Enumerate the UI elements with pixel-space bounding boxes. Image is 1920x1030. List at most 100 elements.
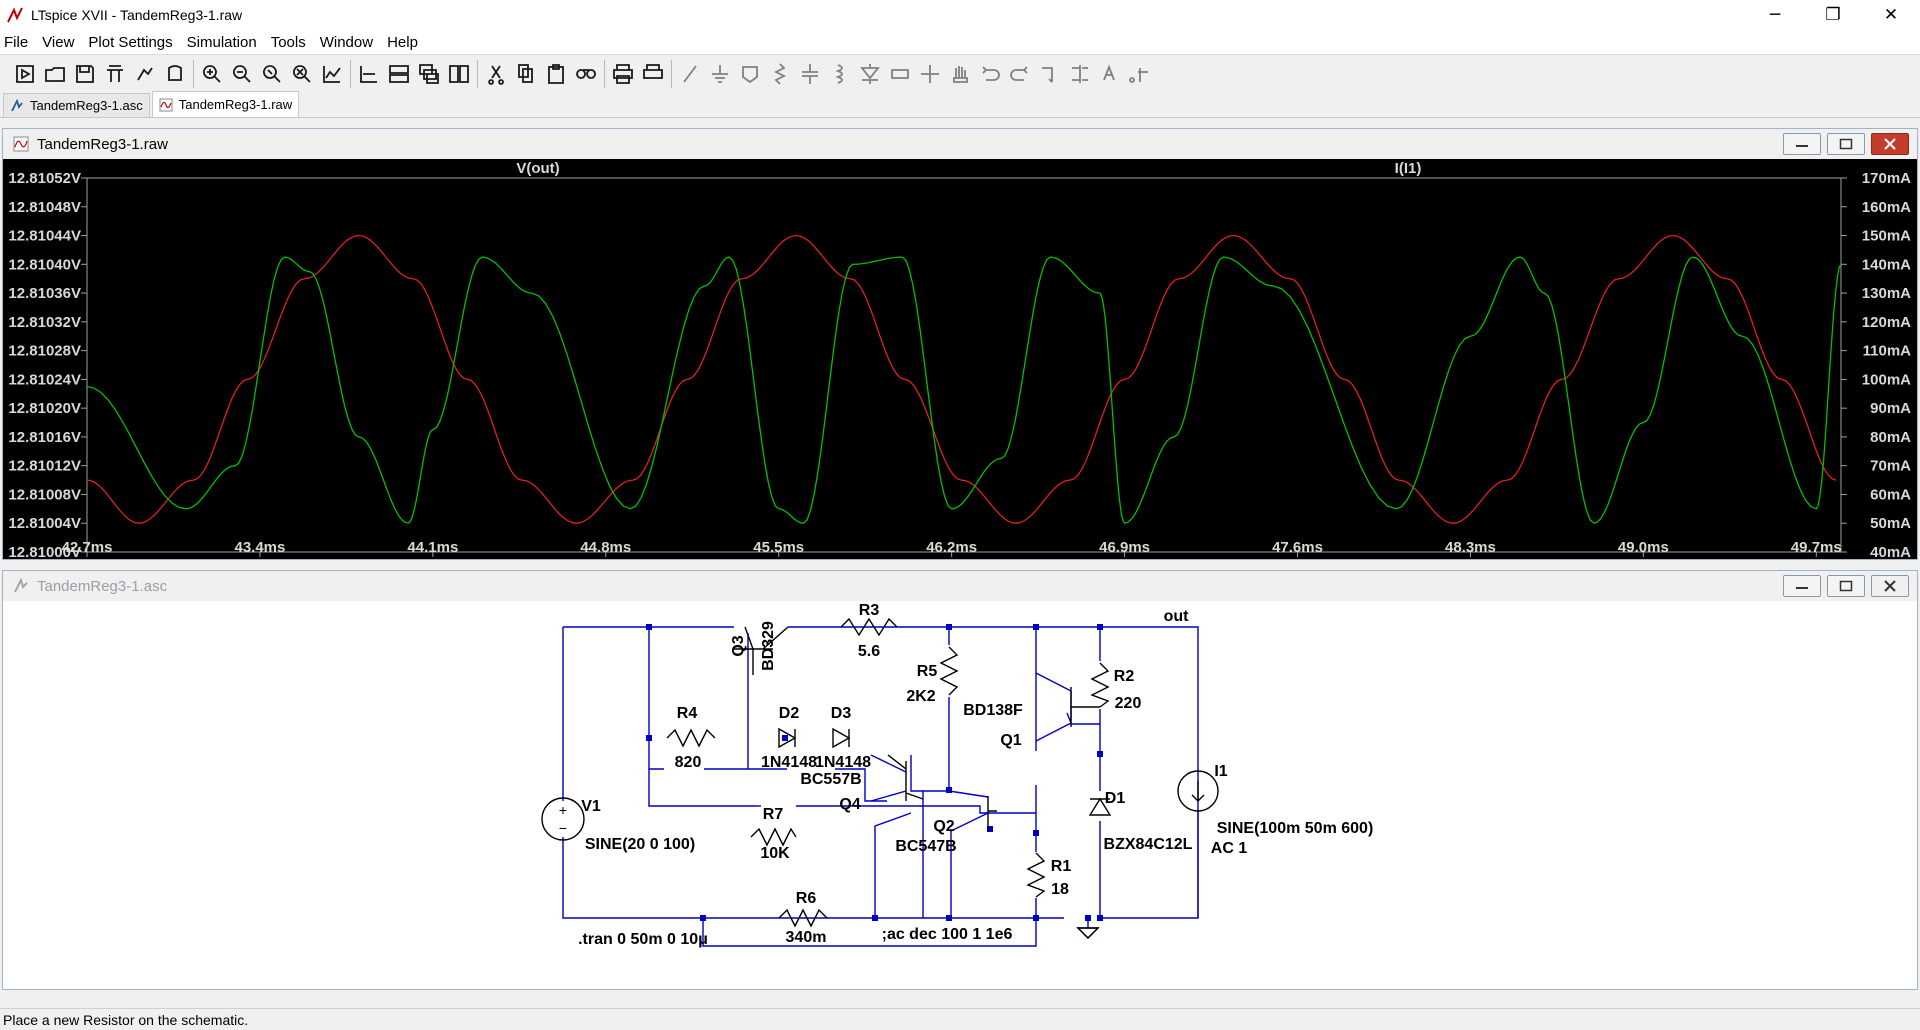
redo-button[interactable] — [1005, 59, 1035, 89]
schematic-label-r5-val[interactable]: 2K2 — [906, 688, 935, 705]
inductor-icon — [835, 63, 843, 84]
schematic-label-r5[interactable]: R5 — [917, 663, 938, 680]
cut-button[interactable] — [481, 59, 511, 89]
move-button[interactable] — [915, 59, 945, 89]
schematic-label-r1[interactable]: R1 — [1051, 858, 1072, 875]
drag-button[interactable] — [945, 59, 975, 89]
undo-button[interactable] — [975, 59, 1005, 89]
schematic-label-q3[interactable]: Q3 — [730, 635, 747, 656]
mirror-button[interactable] — [1065, 59, 1095, 89]
schematic-label-q3-part[interactable]: BD329 — [760, 621, 777, 671]
schematic-label-d1[interactable]: D1 — [1105, 790, 1126, 807]
rotate-button[interactable] — [1035, 59, 1065, 89]
copy-button[interactable] — [511, 59, 541, 89]
find-button[interactable] — [571, 59, 601, 89]
schematic-label-d1-part[interactable]: BZX84C12L — [1104, 836, 1193, 853]
text-button[interactable] — [1095, 59, 1125, 89]
inductor-button[interactable] — [825, 59, 855, 89]
wire-button[interactable] — [675, 59, 705, 89]
schematic-label-q4[interactable]: Q4 — [839, 796, 860, 813]
schematic-label-r3[interactable]: R3 — [859, 602, 880, 619]
menu-simulation[interactable]: Simulation — [186, 33, 257, 51]
tab-waveform[interactable]: TandemReg3-1.raw — [151, 91, 300, 117]
minimize-button[interactable]: ─ — [1769, 5, 1781, 25]
autorange-button[interactable] — [317, 59, 347, 89]
schematic-label-d2[interactable]: D2 — [779, 705, 800, 722]
schematic-label-out[interactable]: out — [1164, 608, 1190, 625]
schematic-label-r6[interactable]: R6 — [796, 890, 817, 907]
close-button[interactable]: ✕ — [1883, 5, 1899, 25]
cascade-button[interactable] — [414, 59, 444, 89]
schematic-label-d3-part[interactable]: 1N4148 — [815, 754, 871, 771]
zoom-out-button[interactable] — [227, 59, 257, 89]
schematic-label-q1[interactable]: Q1 — [1000, 732, 1021, 749]
schematic-label-q2-part[interactable]: BC547B — [895, 838, 956, 855]
zoom-in-button[interactable] — [197, 59, 227, 89]
schematic-maximize-button[interactable] — [1827, 575, 1865, 597]
control-panel-button[interactable] — [100, 59, 130, 89]
label-icon — [742, 65, 758, 83]
schematic-label-r7[interactable]: R7 — [763, 806, 784, 823]
tile-vertical-button[interactable] — [444, 59, 474, 89]
open-file-button[interactable] — [40, 59, 70, 89]
schematic-label-r4-val[interactable]: 820 — [675, 754, 702, 771]
print-button[interactable] — [608, 59, 638, 89]
add-trace-button[interactable] — [354, 59, 384, 89]
schematic-label-q4-part[interactable]: BC557B — [800, 771, 861, 788]
schematic-label-i1-val[interactable]: SINE(100m 50m 600) — [1217, 820, 1374, 837]
menu-plot-settings[interactable]: Plot Settings — [88, 33, 173, 51]
paste-button[interactable] — [541, 59, 571, 89]
resistor-button[interactable] — [765, 59, 795, 89]
schematic-label-r1-val[interactable]: 18 — [1051, 881, 1069, 898]
halt-button[interactable] — [160, 59, 190, 89]
voltage-source-v1[interactable]: + − — [541, 797, 585, 841]
schematic-label-r3-val[interactable]: 5.6 — [858, 643, 880, 660]
menu-view[interactable]: View — [42, 33, 75, 51]
restore-button[interactable]: ❐ — [1825, 5, 1841, 25]
tile-horizontal-button[interactable] — [384, 59, 414, 89]
open-schematic-button[interactable] — [10, 59, 40, 89]
save-button[interactable] — [70, 59, 100, 89]
run-button[interactable] — [130, 59, 160, 89]
schematic-label-i1-ac[interactable]: AC 1 — [1211, 840, 1248, 857]
menu-file[interactable]: File — [4, 33, 29, 51]
diode-button[interactable] — [855, 59, 885, 89]
print-setup-button[interactable] — [638, 59, 668, 89]
schematic-label-r2[interactable]: R2 — [1114, 668, 1135, 685]
zoom-cancel-button[interactable] — [287, 59, 317, 89]
menu-tools[interactable]: Tools — [270, 33, 306, 51]
tab-schematic[interactable]: TandemReg3-1.asc — [3, 93, 150, 117]
waveform-minimize-button[interactable] — [1783, 133, 1821, 155]
schematic-label-r4[interactable]: R4 — [677, 705, 698, 722]
ground-button[interactable] — [705, 59, 735, 89]
waveform-close-button[interactable] — [1871, 133, 1909, 155]
component-button[interactable] — [885, 59, 915, 89]
schematic-label-tran[interactable]: .tran 0 50m 0 10μ — [578, 931, 708, 948]
label-button[interactable] — [735, 59, 765, 89]
schematic-close-button[interactable] — [1871, 575, 1909, 597]
menu-window[interactable]: Window — [319, 33, 374, 51]
schematic-minimize-button[interactable] — [1783, 575, 1821, 597]
schematic-label-q2[interactable]: Q2 — [933, 818, 954, 835]
schematic-label-i1[interactable]: I1 — [1214, 763, 1227, 780]
menu-help[interactable]: Help — [387, 33, 418, 51]
schematic-label-r6-val[interactable]: 340m — [786, 929, 827, 946]
spice-directive-button[interactable] — [1125, 59, 1155, 89]
y-left-tick-label: 12.81036V — [8, 285, 81, 302]
schematic-label-v1[interactable]: V1 — [581, 798, 601, 815]
schematic-label-d3[interactable]: D3 — [831, 705, 852, 722]
current-source-i1[interactable] — [1177, 770, 1219, 812]
trace-label-vout[interactable]: V(out) — [516, 160, 559, 177]
waveform-maximize-button[interactable] — [1827, 133, 1865, 155]
zoom-fit-button[interactable] — [257, 59, 287, 89]
capacitor-button[interactable] — [795, 59, 825, 89]
trace-label-il1[interactable]: I(I1) — [1395, 160, 1422, 177]
schematic-label-r7-val[interactable]: 10K — [760, 845, 790, 862]
schematic-label-ac[interactable]: ;ac dec 100 1 1e6 — [882, 926, 1013, 943]
schematic-label-v1-val[interactable]: SINE(20 0 100) — [585, 836, 695, 853]
schematic-label-r2-val[interactable]: 220 — [1115, 695, 1142, 712]
schematic-label-q1-part[interactable]: BD138F — [963, 702, 1023, 719]
schematic-label-d2-part[interactable]: 1N4148 — [761, 754, 817, 771]
